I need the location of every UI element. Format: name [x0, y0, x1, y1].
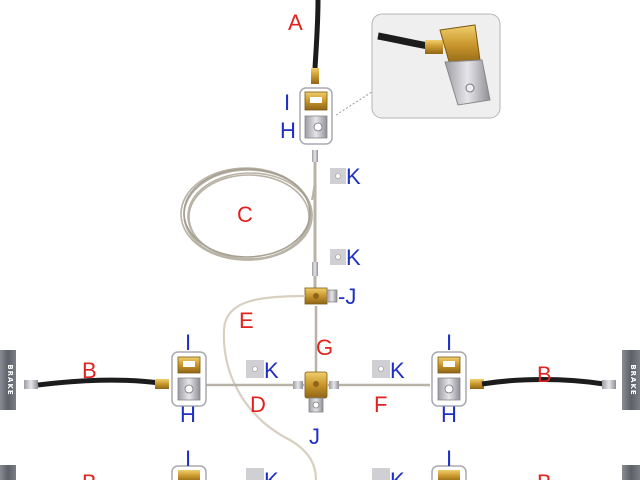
label-i-right: I: [446, 330, 452, 355]
clip-k-1: [330, 168, 346, 184]
label-c: C: [237, 202, 253, 227]
top-bracket: [300, 88, 332, 144]
clip-k-bottom-left: [246, 468, 264, 480]
label-b-left: B: [82, 358, 97, 383]
clip-k-right: [372, 360, 390, 378]
label-k-2: K: [346, 245, 361, 270]
bottom-right-brake-tag: [622, 465, 640, 480]
label-g: G: [316, 335, 333, 360]
label-d: D: [250, 392, 266, 417]
label-b-right: B: [537, 362, 552, 387]
label-i-bottom-right: I: [446, 446, 452, 471]
label-k-bottom-right: K: [390, 468, 405, 480]
label-b-bottom-left: B: [82, 470, 97, 480]
right-brake-tag-text: BRAKE: [629, 364, 637, 395]
label-h-right: H: [441, 402, 457, 427]
label-k-right: K: [390, 358, 405, 383]
clip-k-left: [246, 360, 264, 378]
bracket-inset-photo: [336, 14, 500, 118]
label-k-1: K: [346, 164, 361, 189]
label-a: A: [288, 10, 303, 35]
label-h-top: H: [280, 118, 296, 143]
label-f: F: [374, 392, 387, 417]
label-j-top: -J: [338, 284, 356, 309]
clip-k-2: [330, 249, 346, 265]
label-i-bottom-left: I: [185, 446, 191, 471]
top-junction-block: [305, 288, 337, 304]
right-brake-tag: BRAKE: [622, 350, 640, 410]
left-brake-tag-text: BRAKE: [6, 364, 14, 395]
left-bracket: [172, 352, 206, 406]
brake-line-d: [206, 381, 305, 389]
clip-k-bottom-right: [372, 468, 390, 480]
label-k-bottom-left: K: [264, 468, 279, 480]
label-b-bottom-right: B: [537, 470, 552, 480]
center-junction-block: [305, 372, 327, 412]
label-i-top: I: [284, 90, 290, 115]
bottom-left-brake-tag: [0, 465, 16, 480]
label-i-left: I: [185, 330, 191, 355]
label-e: E: [239, 308, 254, 333]
label-j-bottom: J: [309, 424, 320, 449]
front-brake-hose-a: [311, 0, 319, 84]
left-brake-tag: BRAKE: [0, 350, 16, 410]
right-bracket: [432, 352, 466, 406]
brake-line-f: [327, 381, 430, 389]
label-h-left: H: [180, 402, 196, 427]
label-k-left: K: [264, 358, 279, 383]
